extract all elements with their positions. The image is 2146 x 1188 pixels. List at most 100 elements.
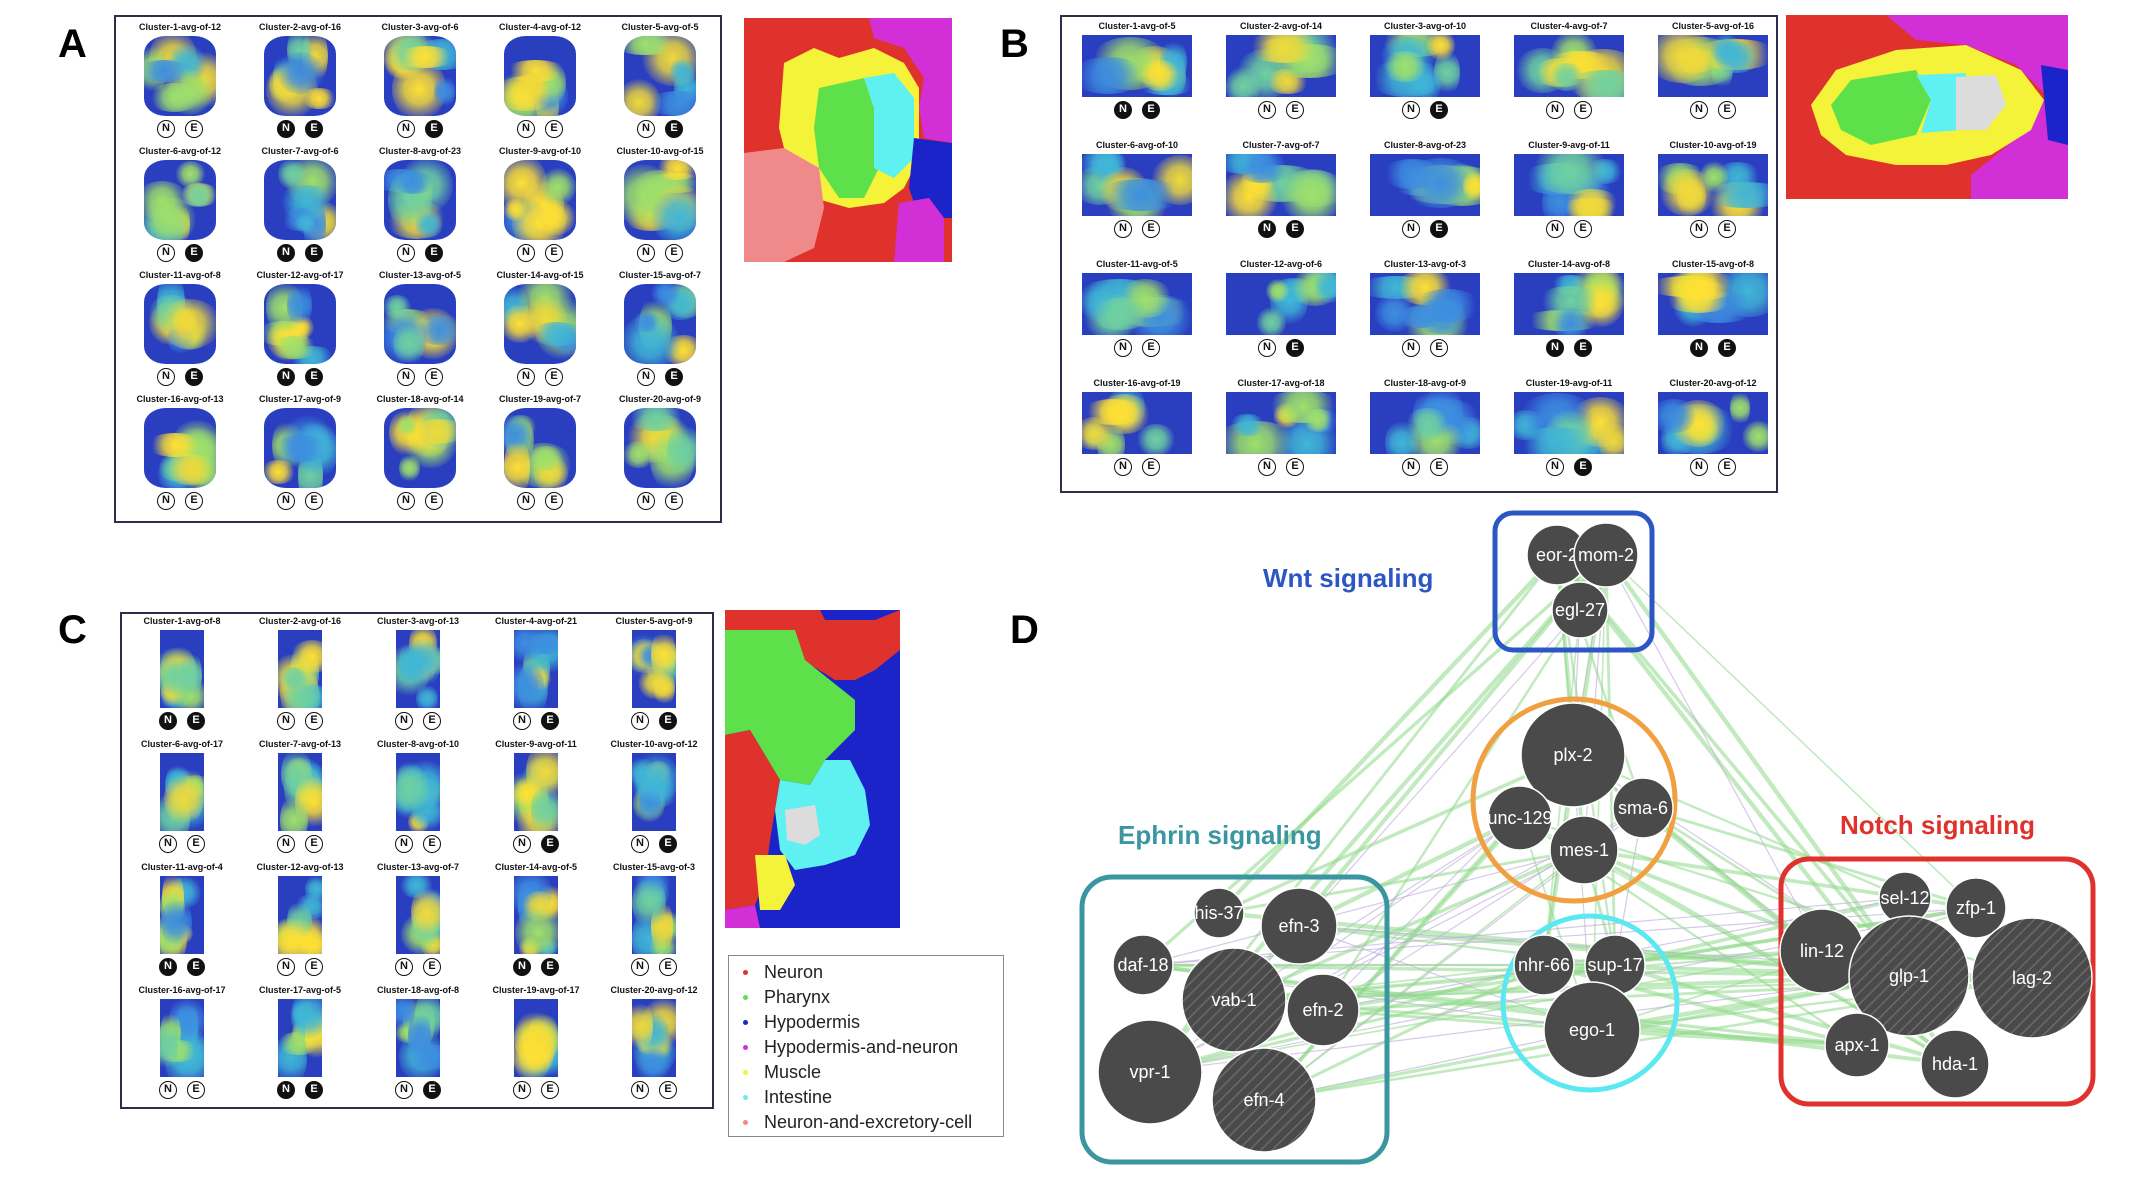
gene-node-his-37[interactable]: his-37 xyxy=(1193,887,1245,939)
cluster-title: Cluster-2-avg-of-14 xyxy=(1239,21,1322,31)
gene-node-plx-2[interactable]: plx-2 xyxy=(1520,702,1626,808)
gene-node-lin-12[interactable]: lin-12 xyxy=(1779,908,1865,994)
n-marker: N xyxy=(637,120,655,138)
gene-node-circle xyxy=(1513,934,1575,996)
gene-node-glp-1[interactable]: glp-1 xyxy=(1848,915,1970,1037)
e-marker: E xyxy=(545,492,563,510)
e-marker: E xyxy=(545,120,563,138)
n-marker: N xyxy=(517,120,535,138)
gene-node-unc-129[interactable]: unc-129 xyxy=(1487,785,1553,851)
e-marker: E xyxy=(425,244,443,262)
gene-label: lag-2 xyxy=(2012,968,2052,988)
cluster-heatmap xyxy=(514,999,558,1077)
e-marker: E xyxy=(1142,101,1160,119)
gene-node-eor-2[interactable]: eor-2 xyxy=(1526,524,1588,586)
gene-node-mes-1[interactable]: mes-1 xyxy=(1549,815,1619,885)
cluster-heatmap xyxy=(1226,35,1336,97)
n-marker: N xyxy=(397,120,415,138)
n-marker: N xyxy=(1258,220,1276,238)
e-marker: E xyxy=(1574,220,1592,238)
e-marker: E xyxy=(1142,220,1160,238)
cluster-heatmap xyxy=(504,408,576,488)
n-marker: N xyxy=(1402,220,1420,238)
legend-swatch xyxy=(743,995,748,1000)
gene-node-apx-1[interactable]: apx-1 xyxy=(1824,1012,1890,1078)
n-marker: N xyxy=(157,120,175,138)
interaction-edge xyxy=(1142,849,1585,966)
gene-node-hda-1[interactable]: hda-1 xyxy=(1920,1029,1990,1099)
cluster-title: Cluster-7-avg-of-6 xyxy=(261,146,339,156)
n-marker: N xyxy=(1546,458,1564,476)
gene-node-efn-4[interactable]: efn-4 xyxy=(1211,1047,1317,1153)
legend-item: Muscle xyxy=(743,1062,821,1083)
n-marker: N xyxy=(1690,101,1708,119)
e-marker: E xyxy=(541,835,559,853)
cluster-title: Cluster-4-avg-of-12 xyxy=(498,22,581,32)
n-marker: N xyxy=(1114,458,1132,476)
n-marker: N xyxy=(1258,101,1276,119)
panel-letter-c: C xyxy=(58,608,87,652)
n-marker: N xyxy=(1690,220,1708,238)
gene-node-sma-6[interactable]: sma-6 xyxy=(1612,777,1674,839)
gene-node-zfp-1[interactable]: zfp-1 xyxy=(1945,877,2007,939)
gene-node-circle xyxy=(1286,973,1360,1047)
n-marker: N xyxy=(637,244,655,262)
n-marker: N xyxy=(277,368,295,386)
gene-node-mom-2[interactable]: mom-2 xyxy=(1573,522,1639,588)
gene-node-vpr-1[interactable]: vpr-1 xyxy=(1097,1019,1203,1125)
cluster-heatmap xyxy=(624,284,696,364)
gene-node-nhr-66[interactable]: nhr-66 xyxy=(1513,934,1575,996)
cluster-heatmap xyxy=(144,284,216,364)
e-marker: E xyxy=(545,368,563,386)
e-marker: E xyxy=(545,244,563,262)
e-marker: E xyxy=(659,712,677,730)
gene-node-daf-18[interactable]: daf-18 xyxy=(1112,934,1174,996)
cluster-title: Cluster-18-avg-of-8 xyxy=(376,985,459,995)
cluster-title: Cluster-12-avg-of-6 xyxy=(1239,259,1322,269)
panel-b-segmentation-map xyxy=(1786,15,2068,199)
n-marker: N xyxy=(513,1081,531,1099)
n-marker: N xyxy=(517,244,535,262)
gene-node-ego-1[interactable]: ego-1 xyxy=(1543,981,1641,1079)
gene-node-egl-27[interactable]: egl-27 xyxy=(1551,581,1609,639)
cluster-heatmap xyxy=(384,408,456,488)
legend-label: Neuron xyxy=(764,962,824,982)
gene-node-efn-3[interactable]: efn-3 xyxy=(1260,887,1338,965)
cluster-heatmap xyxy=(278,630,322,708)
gene-label: efn-4 xyxy=(1243,1090,1284,1110)
gene-node-sel-12[interactable]: sel-12 xyxy=(1878,871,1932,925)
gene-node-sup-17[interactable]: sup-17 xyxy=(1584,934,1646,996)
wnt-group-container xyxy=(1492,510,1655,653)
e-marker: E xyxy=(541,1081,559,1099)
gene-node-efn-2[interactable]: efn-2 xyxy=(1286,973,1360,1047)
gene-label: sel-12 xyxy=(1880,888,1929,908)
gene-node-vab-1[interactable]: vab-1 xyxy=(1181,947,1287,1053)
n-marker: N xyxy=(277,492,295,510)
cluster-title: Cluster-13-avg-of-7 xyxy=(376,862,459,872)
e-marker: E xyxy=(305,835,323,853)
gene-node-lag-2[interactable]: lag-2 xyxy=(1971,917,2093,1039)
gene-label: egl-27 xyxy=(1555,600,1605,620)
e-marker: E xyxy=(305,712,323,730)
n-marker: N xyxy=(277,958,295,976)
legend-swatch xyxy=(743,1020,748,1025)
gene-label: eor-2 xyxy=(1536,545,1578,565)
e-marker: E xyxy=(1286,339,1304,357)
e-marker: E xyxy=(1718,220,1736,238)
e-marker: E xyxy=(1718,339,1736,357)
n-marker: N xyxy=(395,1081,413,1099)
